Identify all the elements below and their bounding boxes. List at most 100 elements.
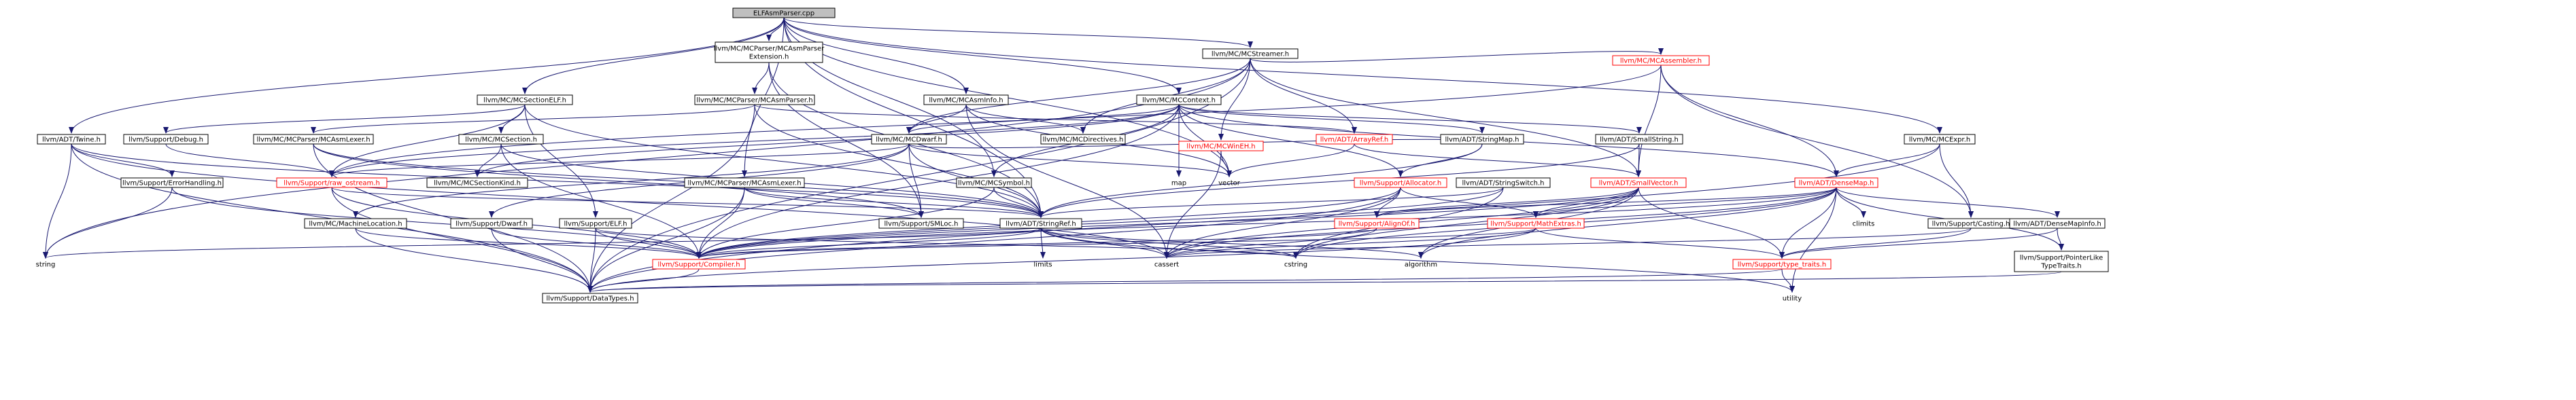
edge-allocator-to-cassert (1164, 187, 1401, 259)
node-compiler[interactable]: llvm/Support/Compiler.h (652, 259, 746, 270)
node-label-stringref: llvm/ADT/StringRef.h (1006, 221, 1076, 228)
edge-elf-to-cstring (595, 228, 1299, 259)
node-label-mcstreamer: llvm/MC/MCStreamer.h (1212, 51, 1289, 58)
node-label-densemap: llvm/ADT/DenseMap.h (1799, 180, 1874, 187)
node-rawostream[interactable]: llvm/Support/raw_ostream.h (276, 177, 388, 188)
node-datatypes[interactable]: llvm/Support/DataTypes.h (542, 293, 638, 304)
node-twine[interactable]: llvm/ADT/Twine.h (37, 134, 106, 145)
edge-mcasmlexer2-to-datatypes (587, 187, 745, 293)
edge-mcexpr-to-datatypes (587, 143, 1940, 293)
edge-debug-to-rawostream (165, 143, 334, 177)
node-label-mathextras: llvm/Support/MathExtras.h (1490, 221, 1581, 228)
edge-twine-to-stringref (71, 143, 1044, 218)
node-debug[interactable]: llvm/Support/Debug.h (123, 134, 209, 145)
edge-mcassembler-to-densemap (1660, 65, 1839, 177)
node-label-mcsection: llvm/MC/MCSection.h (465, 137, 537, 144)
edge-stringref-to-limits (1040, 228, 1046, 259)
edge-stringref-to-utility (1040, 228, 1795, 293)
node-label-mcassembler: llvm/MC/MCAssembler.h (1620, 58, 1702, 65)
node-errorhandling[interactable]: llvm/Support/ErrorHandling.h (120, 177, 224, 188)
node-smallstring[interactable]: llvm/ADT/SmallString.h (1595, 134, 1683, 145)
edge-mcassembler-to-smallvector (1636, 65, 1662, 177)
node-box-mcsection (458, 134, 544, 145)
edge-typetraits-to-utility (1781, 268, 1795, 293)
edge-mccontext-to-smallstring (1178, 104, 1642, 134)
edge-densemapinfo-to-typetraits (1779, 228, 2058, 259)
edge-dwarf-to-datatypes (491, 228, 593, 293)
node-allocator[interactable]: llvm/Support/Allocator.h (1354, 177, 1447, 188)
node-box-mcasmlexer2 (684, 177, 805, 188)
edge-typetraits-to-datatypes (587, 268, 1783, 293)
edge-mcparser-to-asmlexer (311, 104, 755, 134)
node-label-densemapinfo: llvm/ADT/DenseMapInfo.h (2013, 221, 2101, 228)
node-label-pointerlike: TypeTraits.h (2040, 263, 2081, 270)
node-box-errorhandling (120, 177, 224, 188)
node-mcsectionkind[interactable]: llvm/MC/MCSectionKind.h (426, 177, 528, 188)
edge-pointerlike-to-datatypes (588, 271, 2062, 293)
node-alignof[interactable]: llvm/Support/AlignOf.h (1334, 218, 1420, 229)
node-label-alignof: llvm/Support/AlignOf.h (1339, 221, 1415, 228)
edge-errorhandling-to-string (43, 187, 173, 259)
node-label-twine: llvm/ADT/Twine.h (42, 137, 101, 144)
node-mcsection[interactable]: llvm/MC/MCSection.h (458, 134, 544, 145)
edge-root-to-mcsectionelf (522, 17, 785, 94)
node-densemap[interactable]: llvm/ADT/DenseMap.h (1794, 177, 1878, 188)
edge-arrayref-to-vector (1226, 143, 1355, 177)
node-box-mcsectionelf (477, 94, 573, 105)
node-mcasmlexer2[interactable]: llvm/MC/MCParser/MCAsmLexer.h (684, 177, 805, 188)
node-mathextras[interactable]: llvm/Support/MathExtras.h (1487, 218, 1585, 229)
edge-densemap-to-densemapinfo (1836, 187, 2060, 218)
edge-mcexpr-to-densemap (1834, 143, 1940, 177)
node-mccontext[interactable]: llvm/MC/MCContext.h (1136, 94, 1222, 105)
node-box-root (732, 7, 836, 18)
node-casting[interactable]: llvm/Support/Casting.h (1927, 218, 2014, 229)
node-elf[interactable]: llvm/Support/ELF.h (559, 218, 632, 229)
node-mcwinehs[interactable]: llvm/MC/MCWinEH.h (1178, 141, 1264, 151)
node-label-mcdirectives: llvm/MC/MCDirectives.h (1043, 137, 1124, 144)
node-smloc[interactable]: llvm/Support/SMLoc.h (878, 218, 964, 229)
edge-densemap-to-algorithm (1418, 187, 1837, 259)
node-box-mcassembler (1612, 55, 1710, 66)
node-typetraits[interactable]: llvm/Support/type_traits.h (1732, 259, 1832, 270)
node-box-allocator (1354, 177, 1447, 188)
node-mcexpr[interactable]: llvm/MC/MCExpr.h (1904, 134, 1976, 145)
node-mcassembler[interactable]: llvm/MC/MCAssembler.h (1612, 55, 1710, 66)
node-smallvector[interactable]: llvm/ADT/SmallVector.h (1590, 177, 1687, 188)
node-root[interactable]: ELFAsmParser.cpp (732, 7, 836, 18)
node-box-stringref (999, 218, 1082, 229)
edge-mcstreamer-to-arrayref (1250, 58, 1357, 134)
node-mcparser[interactable]: llvm/MC/MCParser/MCAsmParser.h (694, 94, 815, 105)
edge-compiler-to-datatypes (587, 268, 700, 293)
edge-mccontext-to-mcsectionkind (475, 104, 1180, 177)
node-box-debug (123, 134, 209, 145)
node-mcdwarf[interactable]: llvm/MC/MCDwarf.h (871, 134, 947, 145)
node-label-mccontext: llvm/MC/MCContext.h (1142, 97, 1216, 105)
node-label-allocator: llvm/Support/Allocator.h (1360, 180, 1441, 187)
node-box-asmlexer (253, 134, 374, 145)
edge-densemap-to-mathextras (1533, 187, 1837, 218)
node-stringswitch[interactable]: llvm/ADT/StringSwitch.h (1456, 177, 1551, 188)
node-arrayref[interactable]: llvm/ADT/ArrayRef.h (1316, 134, 1393, 145)
node-box-arrayref (1316, 134, 1393, 145)
edge-root-to-mcexpr (783, 17, 1942, 134)
edge-mcasmlexer2-to-stringref (744, 187, 1044, 218)
node-string: string (36, 261, 56, 269)
node-stringref[interactable]: llvm/ADT/StringRef.h (999, 218, 1082, 229)
node-densemapinfo[interactable]: llvm/ADT/DenseMapInfo.h (2009, 218, 2106, 229)
node-mcasminfo[interactable]: llvm/MC/MCAsmInfo.h (923, 94, 1009, 105)
node-asmlexer[interactable]: llvm/MC/MCParser/MCAsmLexer.h (253, 134, 374, 145)
node-stringmap[interactable]: llvm/ADT/StringMap.h (1440, 134, 1524, 145)
edge-mcasminfo-to-mcdirectives (965, 104, 1086, 134)
node-mcdirectives[interactable]: llvm/MC/MCDirectives.h (1040, 134, 1126, 145)
node-box-densemap (1794, 177, 1878, 188)
node-mcstreamer[interactable]: llvm/MC/MCStreamer.h (1202, 48, 1299, 59)
edge-smallvector-to-alignof (1374, 187, 1639, 218)
node-mcsymbol[interactable]: llvm/MC/MCSymbol.h (956, 177, 1032, 188)
edge-mcdwarf-to-rawostream (329, 143, 910, 177)
node-mcsectionelf[interactable]: llvm/MC/MCSectionELF.h (477, 94, 573, 105)
edge-allocator-to-datatypes (587, 187, 1401, 293)
node-dwarf[interactable]: llvm/Support/Dwarf.h (450, 218, 533, 229)
node-machineloc[interactable]: llvm/MC/MachineLocation.h (304, 218, 407, 229)
